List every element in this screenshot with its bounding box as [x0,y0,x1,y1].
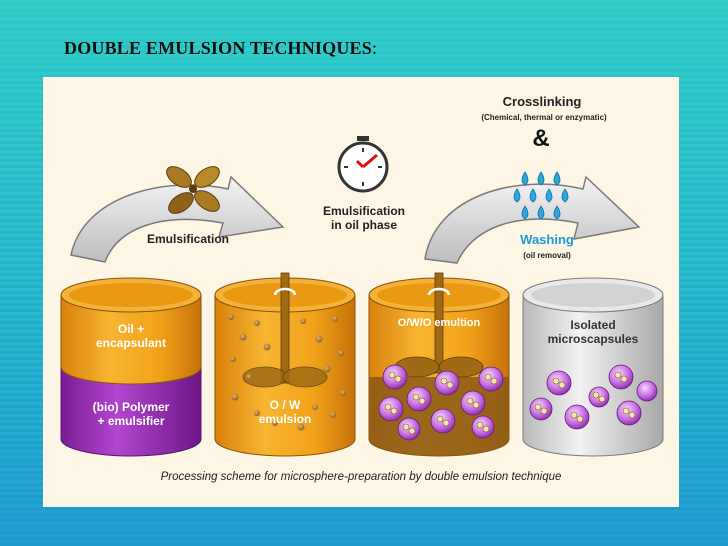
water-drops-icon [513,171,569,220]
label-emulsification-oil-phase-line2: in oil phase [330,217,397,232]
label-owo-emulsion: O/W/O emultion [397,317,481,329]
label-ow-emulsion-line2: emulsion [258,411,312,426]
label-ow-emulsion: O / W emulsion [243,398,327,427]
label-oil-encapsulant: Oil + encapsulant [71,322,191,351]
label-crosslinking: Crosslinking [502,94,582,109]
diagram-caption: Processing scheme for microsphere-prepar… [160,471,562,483]
vessel-ow-emulsion [214,272,356,457]
diagram-graphic [60,136,664,457]
label-washing-sub: (oil removal) [523,251,571,260]
vessel-isolated-microcapsules [522,277,664,457]
label-polymer-emulsifier-line1: (bio) Polymer [92,400,170,414]
label-isolated-microcapsules-line1: Isolated [570,318,616,332]
label-polymer-emulsifier: (bio) Polymer + emulsifier [71,400,191,429]
arrow-emulsification [70,175,285,263]
slide-title: DOUBLE EMULSION TECHNIQUES: [64,38,377,59]
label-polymer-emulsifier-line2: + emulsifier [97,413,165,428]
label-isolated-microcapsules: Isolated microscapsules [533,318,653,347]
label-emulsification-oil-phase: Emulsification in oil phase [301,204,427,233]
slide-title-colon: : [371,38,378,58]
label-washing: Washing [520,232,574,247]
label-emulsification: Emulsification [146,232,229,246]
label-ampersand: & [532,125,550,152]
label-oil-encapsulant-line1: Oil + [117,322,145,336]
propeller-icon [166,166,220,214]
arrow-crosslinking [424,175,641,264]
label-isolated-microcapsules-line2: microscapsules [547,331,639,346]
vessel-oil-polymer [60,277,202,457]
clock-icon [337,136,389,193]
label-ow-emulsion-line1: O / W [269,398,301,412]
label-emulsification-oil-phase-line1: Emulsification [322,204,405,218]
label-crosslinking-sub: (Chemical, thermal or enzymatic) [481,113,607,122]
slide-title-text: DOUBLE EMULSION TECHNIQUES [64,38,372,58]
diagram-panel: Emulsification Emulsification in oil pha… [43,77,679,507]
label-oil-encapsulant-line2: encapsulant [95,335,167,350]
vessel-owo-emulsion [368,272,510,457]
